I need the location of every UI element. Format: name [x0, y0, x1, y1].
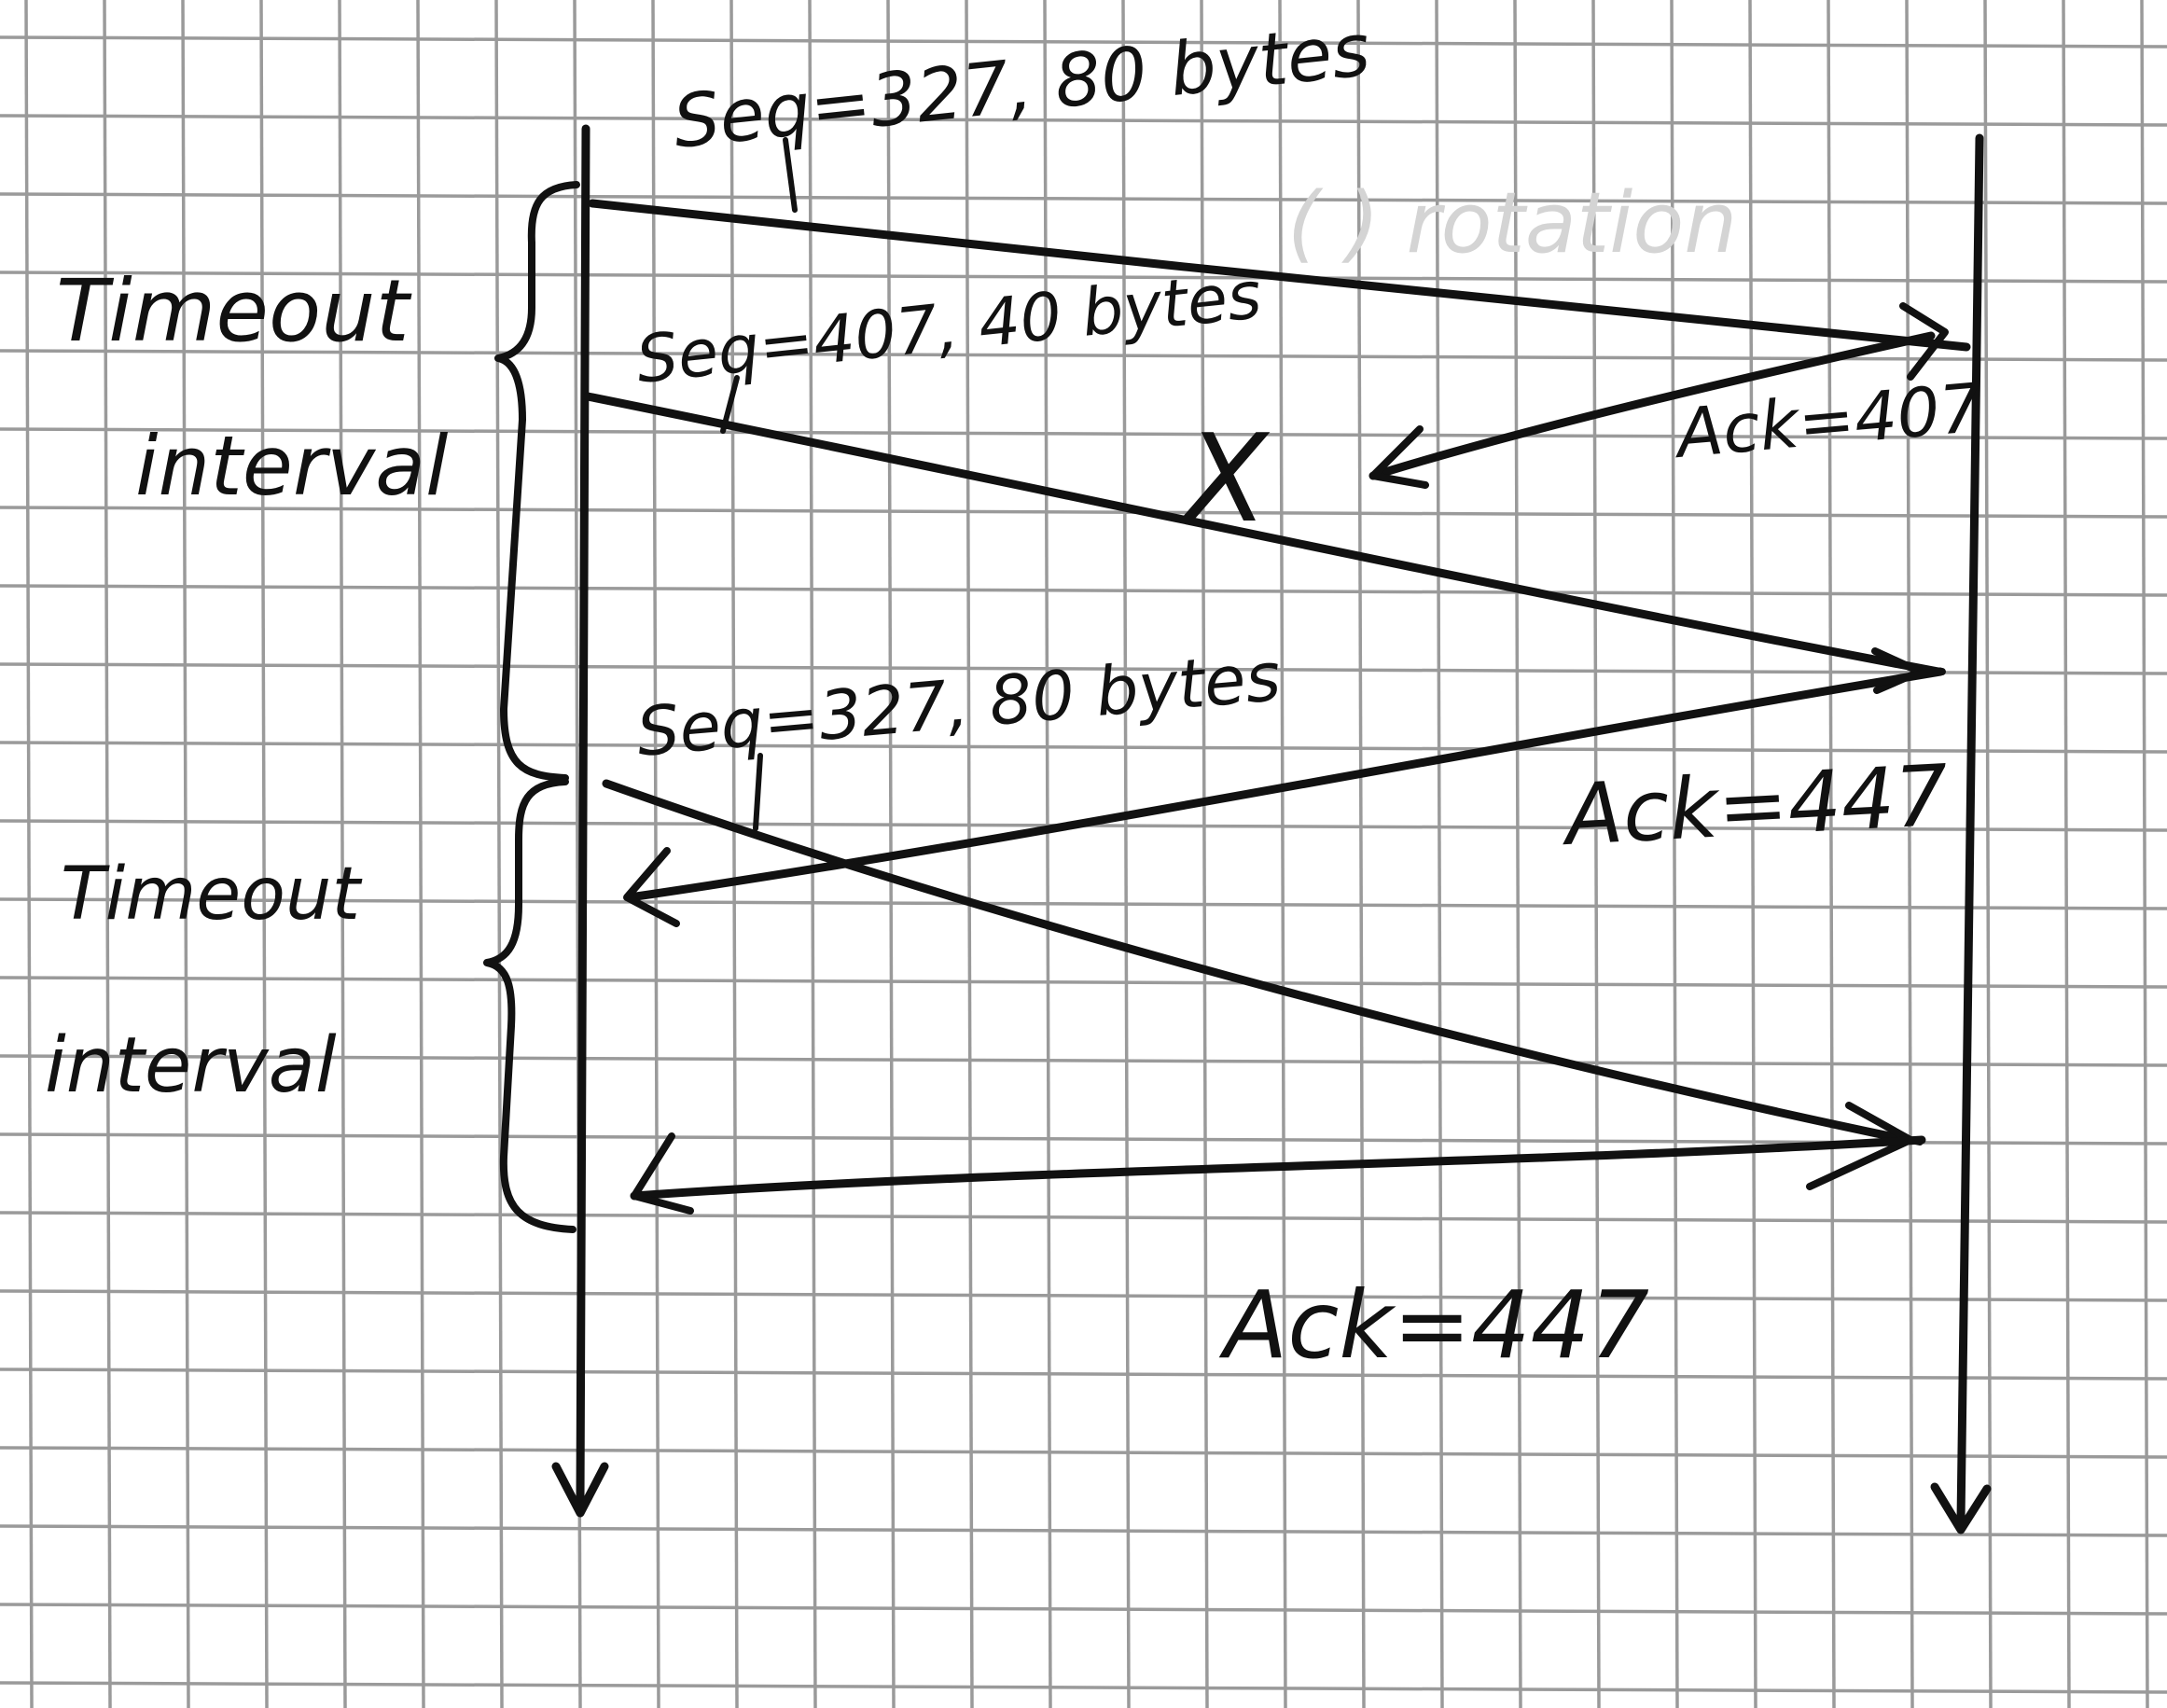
lost-ack-x-marker: X: [1179, 408, 1271, 549]
interval-label-1: interval: [135, 418, 449, 514]
seq-327-retransmit-label: Seq=327, 80 bytes: [633, 637, 1284, 771]
grid-line-vertical: [1670, 0, 1679, 1708]
timeout-interval-brace-1: [494, 181, 580, 782]
grid-line-horizontal: [0, 271, 2167, 284]
seq-407-label-pointer: [720, 375, 740, 434]
grid-line-vertical: [1200, 0, 1209, 1708]
grid-line-vertical: [1591, 0, 1601, 1708]
grid-line-vertical: [1043, 0, 1052, 1708]
grid-line-horizontal: [0, 1054, 2167, 1067]
grid-line-vertical: [1513, 0, 1522, 1708]
grid-line-vertical: [1983, 0, 1993, 1708]
grid-line-horizontal: [0, 584, 2167, 597]
grid-line-horizontal: [0, 1603, 2167, 1616]
grid-line-horizontal: [0, 35, 2167, 49]
grid-line-horizontal: [0, 1681, 2167, 1694]
grid-line-horizontal: [0, 114, 2167, 127]
ack-447-first-arrow: [623, 667, 1945, 927]
ack-447-second-label: Ack=447: [1218, 1271, 1649, 1380]
timeout-interval-brace-2: [483, 778, 576, 1233]
ack-407-arrow: [1368, 331, 1936, 489]
grid-line-vertical: [651, 0, 660, 1708]
timeout-label-1: Timeout: [56, 261, 412, 361]
sender-timeline: [551, 124, 609, 1518]
timeout-label-2: Timeout: [61, 853, 362, 937]
grid-line-vertical: [494, 0, 504, 1708]
grid-line-vertical: [965, 0, 974, 1708]
grid-line-vertical: [729, 0, 739, 1708]
grid-line-vertical: [181, 0, 190, 1708]
faint-background-text: ( ) rotation: [1287, 174, 1737, 272]
grid-line-horizontal: [0, 1524, 2167, 1537]
interval-label-2: interval: [45, 1021, 337, 1110]
seq-327-label-pointer: [783, 137, 798, 213]
grid-line-horizontal: [0, 741, 2167, 754]
grid-line-horizontal: [0, 349, 2167, 362]
grid-line-horizontal: [0, 427, 2167, 440]
grid-line-vertical: [1435, 0, 1444, 1708]
grid-line-horizontal: [0, 976, 2167, 989]
grid-line-vertical: [1121, 0, 1131, 1708]
grid-line-vertical: [24, 0, 34, 1708]
ack-447-first-label: Ack=447: [1559, 747, 1951, 866]
grid-line-horizontal: [0, 192, 2167, 205]
grid-line-horizontal: [0, 1289, 2167, 1302]
seq-327-label: Seq=327, 80 bytes: [670, 8, 1374, 165]
grid-line-vertical: [1827, 0, 1836, 1708]
grid-line-horizontal: [0, 1368, 2167, 1381]
ack-447-second-arrow: [630, 1132, 1926, 1215]
grid-line-vertical: [1278, 0, 1287, 1708]
grid-line-vertical: [103, 0, 112, 1708]
grid-line-horizontal: [0, 662, 2167, 675]
grid-line-vertical: [416, 0, 425, 1708]
segment-seq-327-arrow: [588, 199, 1971, 381]
grid-line-horizontal: [0, 1132, 2167, 1146]
receiver-timeline: [1930, 133, 1992, 1534]
grid-line-horizontal: [0, 1446, 2167, 1459]
grid-line-vertical: [259, 0, 269, 1708]
grid-line-vertical: [1748, 0, 1757, 1708]
grid-line-horizontal: [0, 1211, 2167, 1224]
grid-line-horizontal: [0, 506, 2167, 519]
seq-327-retransmit-label-pointer: [753, 753, 763, 831]
grid-line-vertical: [2140, 0, 2149, 1708]
grid-line-vertical: [338, 0, 347, 1708]
grid-line-vertical: [2062, 0, 2071, 1708]
grid-line-horizontal: [0, 897, 2167, 910]
grid-line-vertical: [1905, 0, 1914, 1708]
